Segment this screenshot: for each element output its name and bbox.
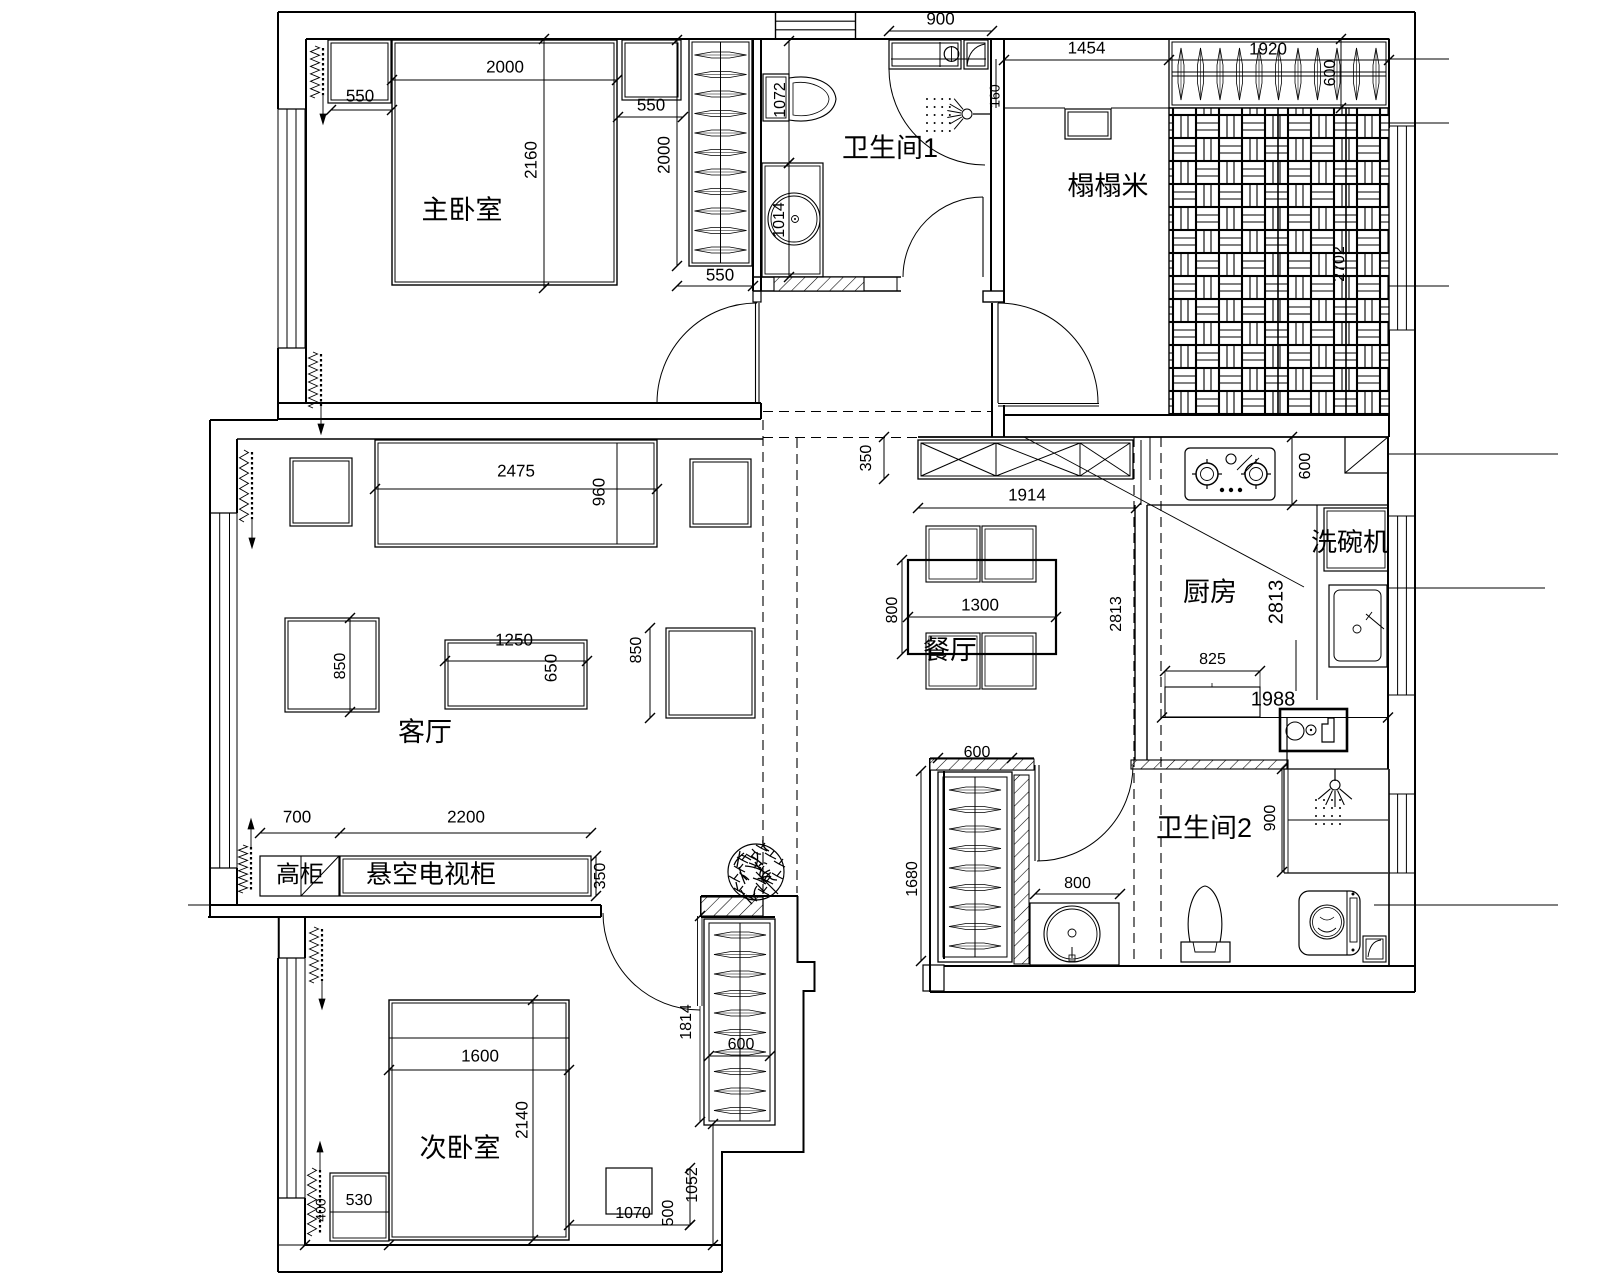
svg-text:2813: 2813 — [1265, 580, 1287, 625]
svg-text:厨房: 厨房 — [1183, 577, 1237, 607]
svg-text:1454: 1454 — [1068, 38, 1106, 57]
svg-text:530: 530 — [346, 1192, 373, 1209]
svg-text:2813: 2813 — [1108, 596, 1125, 632]
svg-text:825: 825 — [1199, 651, 1226, 668]
svg-text:400: 400 — [313, 1198, 329, 1222]
svg-text:550: 550 — [637, 95, 665, 114]
svg-text:500: 500 — [660, 1200, 677, 1227]
svg-text:1988: 1988 — [1251, 688, 1296, 710]
svg-text:1072: 1072 — [772, 82, 789, 118]
svg-text:650: 650 — [541, 654, 560, 682]
svg-text:1920: 1920 — [1249, 39, 1287, 58]
svg-text:榻榻米: 榻榻米 — [1068, 171, 1149, 201]
svg-text:1070: 1070 — [615, 1205, 651, 1222]
svg-text:2475: 2475 — [497, 461, 535, 480]
svg-text:550: 550 — [706, 265, 734, 284]
svg-text:2000: 2000 — [654, 136, 673, 174]
svg-text:次卧室: 次卧室 — [420, 1133, 501, 1163]
svg-text:2140: 2140 — [512, 1101, 531, 1139]
svg-text:1250: 1250 — [495, 630, 533, 649]
svg-text:800: 800 — [1064, 875, 1091, 892]
svg-text:600: 600 — [1322, 60, 1339, 87]
svg-text:1014: 1014 — [771, 202, 788, 238]
svg-text:850: 850 — [332, 653, 349, 680]
svg-text:高柜: 高柜 — [276, 861, 324, 888]
svg-text:2000: 2000 — [486, 57, 524, 76]
svg-text:客厅: 客厅 — [398, 717, 452, 747]
svg-text:960: 960 — [589, 478, 608, 506]
svg-text:1914: 1914 — [1008, 485, 1046, 504]
svg-text:600: 600 — [728, 1036, 755, 1053]
svg-text:2160: 2160 — [521, 141, 540, 179]
svg-text:800: 800 — [884, 597, 901, 624]
svg-text:餐厅: 餐厅 — [923, 635, 977, 665]
svg-text:主卧室: 主卧室 — [422, 195, 503, 225]
svg-text:卫生间2: 卫生间2 — [1156, 813, 1252, 843]
svg-text:2200: 2200 — [447, 807, 485, 826]
svg-text:900: 900 — [1262, 805, 1279, 832]
svg-text:1300: 1300 — [961, 595, 999, 614]
svg-text:900: 900 — [926, 9, 954, 28]
svg-text:160: 160 — [987, 84, 1003, 108]
svg-text:卫生间1: 卫生间1 — [842, 133, 938, 163]
svg-text:洗碗机: 洗碗机 — [1311, 527, 1389, 557]
svg-text:600: 600 — [964, 744, 991, 761]
svg-text:350: 350 — [592, 863, 609, 890]
svg-text:1052: 1052 — [684, 1167, 701, 1203]
svg-text:850: 850 — [628, 637, 645, 664]
svg-text:悬空电视柜: 悬空电视柜 — [366, 859, 496, 889]
svg-text:1600: 1600 — [461, 1046, 499, 1065]
svg-text:1814: 1814 — [678, 1004, 695, 1040]
svg-text:550: 550 — [346, 86, 374, 105]
svg-text:600: 600 — [1297, 453, 1314, 480]
svg-text:350: 350 — [858, 445, 875, 472]
svg-text:2702: 2702 — [1331, 246, 1348, 282]
svg-text:1680: 1680 — [904, 861, 921, 897]
svg-text:700: 700 — [283, 807, 311, 826]
